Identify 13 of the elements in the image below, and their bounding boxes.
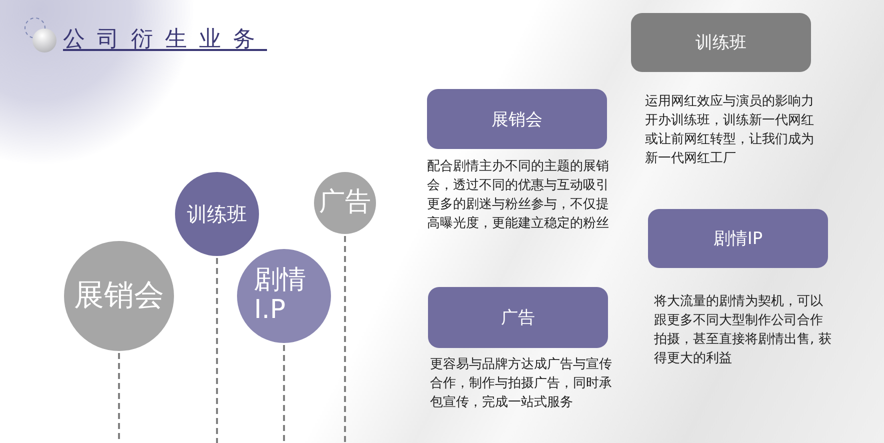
title: 公司衍生业务 (63, 27, 267, 53)
heading-box: 广告 (428, 287, 608, 348)
heading-box: 展销会 (427, 89, 607, 149)
description-text: 将大流量的剧情为契机，可以跟更多不同大型制作公司合作拍摄，甚至直接将剧情出售, 获得更大的利益 (654, 293, 832, 368)
topic-circle: 剧情I.P (237, 249, 331, 343)
description-text: 配合剧情主办不同的主题的展销会，透过不同的优惠与互动吸引更多的剧迷与粉丝参与，不仅提高曝光度，更能建立稳定的粉丝 (427, 158, 610, 233)
topic-circle: 展销会 (64, 241, 174, 351)
heading-box: 剧情IP (648, 209, 828, 268)
heading-box: 训练班 (631, 13, 811, 72)
topic-circle: 广告 (314, 172, 376, 234)
topic-circle: 训练班 (175, 172, 259, 256)
description-text: 更容易与品牌方达成广告与宣传合作，制作与拍摄广告，同时承包宣传，完成一站式服务 (430, 356, 613, 412)
description-text: 运用网红效应与演员的影响力开办训练班，训练新一代网红或让前网红转型，让我们成为新一代网红工厂 (645, 93, 815, 168)
